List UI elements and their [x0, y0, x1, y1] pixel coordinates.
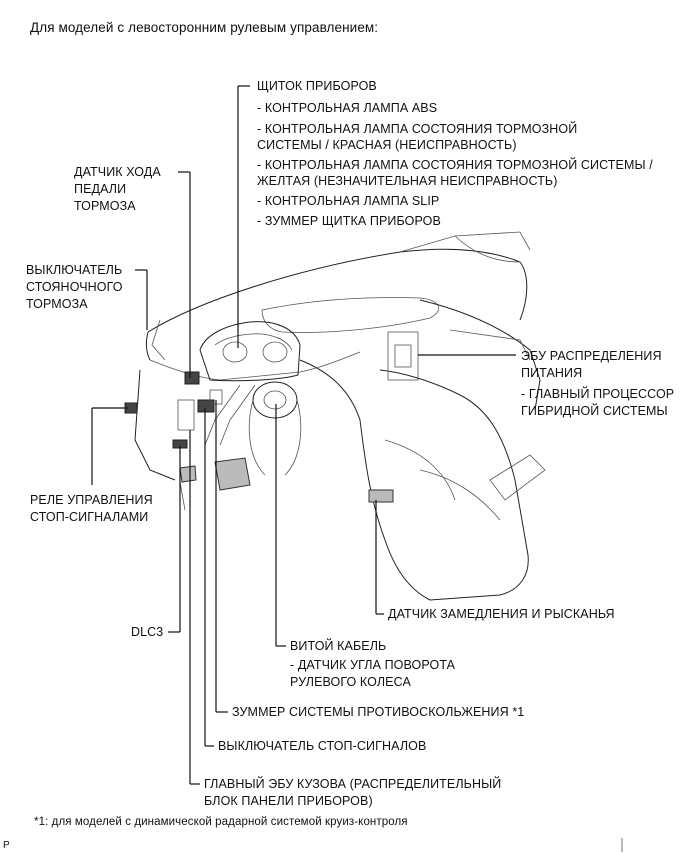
label-parking-switch-2: СТОЯНОЧНОГО — [26, 280, 123, 294]
footnote: *1: для моделей с динамической радарной … — [34, 816, 408, 828]
label-power-ecu-2: ПИТАНИЯ — [521, 366, 583, 380]
page-heading: Для моделей с левосторонним рулевым упра… — [30, 20, 379, 35]
label-brake-yellow-1: - КОНТРОЛЬНАЯ ЛАМПА СОСТОЯНИЯ ТОРМОЗНОЙ … — [257, 158, 653, 172]
label-stop-light-switch: ВЫКЛЮЧАТЕЛЬ СТОП-СИГНАЛОВ — [218, 739, 427, 753]
label-instrument-panel: ЩИТОК ПРИБОРОВ — [257, 79, 377, 93]
label-skid-buzzer: ЗУММЕР СИСТЕМЫ ПРОТИВОСКОЛЬЖЕНИЯ *1 — [232, 705, 525, 719]
label-panel-buzzer: - ЗУММЕР ЩИТКА ПРИБОРОВ — [257, 214, 441, 228]
label-decel-sensor: ДАТЧИК ЗАМЕДЛЕНИЯ И РЫСКАНЬЯ — [388, 607, 615, 621]
label-spiral-cable: ВИТОЙ КАБЕЛЬ — [290, 639, 387, 653]
label-stop-relay-1: РЕЛЕ УПРАВЛЕНИЯ — [30, 493, 153, 507]
label-stop-relay-2: СТОП-СИГНАЛАМИ — [30, 510, 149, 524]
label-body-ecu-2: БЛОК ПАНЕЛИ ПРИБОРОВ) — [204, 794, 373, 808]
label-pedal-sensor-1: ДАТЧИК ХОДА — [74, 165, 161, 179]
leader-lines — [91, 85, 516, 785]
label-dlc3: DLC3 — [131, 625, 164, 639]
label-parking-switch-1: ВЫКЛЮЧАТЕЛЬ — [26, 263, 123, 277]
label-steering-angle-1: - ДАТЧИК УГЛА ПОВОРОТА — [290, 658, 456, 672]
label-pedal-sensor-3: ТОРМОЗА — [74, 199, 136, 213]
label-body-ecu-1: ГЛАВНЫЙ ЭБУ КУЗОВА (РАСПРЕДЕЛИТЕЛЬНЫЙ — [204, 777, 502, 791]
label-parking-switch-3: ТОРМОЗА — [26, 297, 88, 311]
label-brake-red-2: СИСТЕМЫ / КРАСНАЯ (НЕИСПРАВНОСТЬ) — [257, 138, 517, 152]
label-brake-red-1: - КОНТРОЛЬНАЯ ЛАМПА СОСТОЯНИЯ ТОРМОЗНОЙ — [257, 122, 578, 136]
corner-mark: P — [3, 840, 10, 851]
label-abs-lamp: - КОНТРОЛЬНАЯ ЛАМПА ABS — [257, 101, 438, 115]
label-steering-angle-2: РУЛЕВОГО КОЛЕСА — [290, 675, 411, 689]
label-hybrid-cpu-1: - ГЛАВНЫЙ ПРОЦЕССОР — [521, 387, 675, 401]
label-pedal-sensor-2: ПЕДАЛИ — [74, 182, 127, 196]
label-power-ecu-1: ЭБУ РАСПРЕДЕЛЕНИЯ — [521, 349, 662, 363]
dashboard-illustration — [124, 231, 546, 601]
label-hybrid-cpu-2: ГИБРИДНОЙ СИСТЕМЫ — [521, 404, 668, 418]
label-slip-lamp: - КОНТРОЛЬНАЯ ЛАМПА SLIP — [257, 194, 440, 208]
label-brake-yellow-2: ЖЕЛТАЯ (НЕЗНАЧИТЕЛЬНАЯ НЕИСПРАВНОСТЬ) — [257, 174, 558, 188]
